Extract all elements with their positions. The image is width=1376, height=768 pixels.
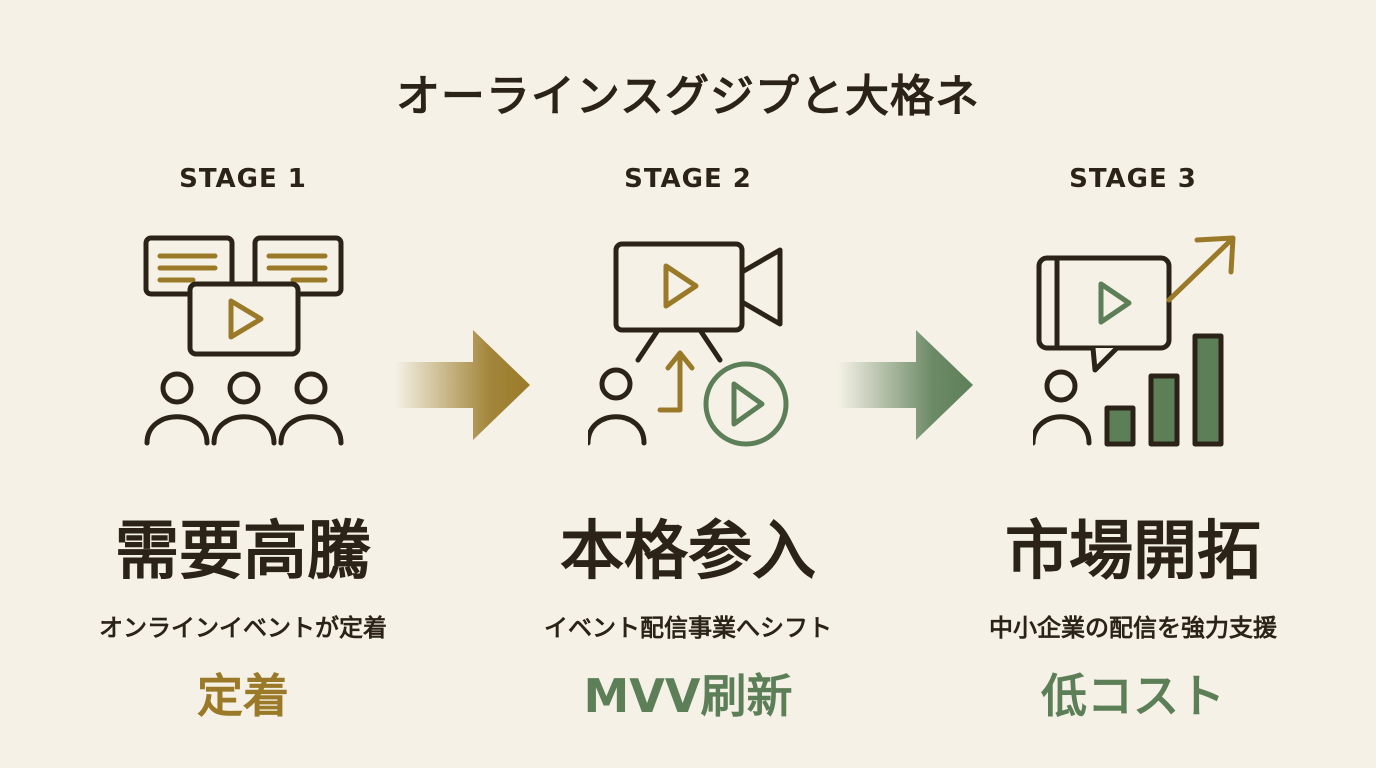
stage-keyword: 低コスト bbox=[1041, 669, 1225, 723]
audience-video-icon bbox=[143, 235, 344, 446]
stage-description: オンラインイベントが定着 bbox=[99, 614, 387, 642]
stage-1: STAGE 1 需要高騰 オンラインイベントが定着 定着 bbox=[43, 0, 443, 768]
stage-description: イベント配信事業へシフト bbox=[544, 614, 832, 642]
video-camera-icon bbox=[588, 241, 789, 447]
stage-heading: 需要高騰 bbox=[115, 514, 371, 589]
stage-description: 中小企業の配信を強力支援 bbox=[989, 614, 1277, 642]
stage-2: STAGE 2 本格参入 イベント配信事業へシフト MVV刷新 bbox=[488, 0, 888, 768]
growth-chart-icon bbox=[1033, 235, 1236, 447]
page-title: オーラインスグジプと大格ネ bbox=[395, 71, 981, 122]
stage-3: STAGE 3 市場開拓 中小企業の配信を強力支援 低コスト bbox=[933, 0, 1333, 768]
stage-label: STAGE 3 bbox=[1069, 164, 1197, 194]
stage-label: STAGE 1 bbox=[179, 164, 307, 194]
stage-keyword: 定着 bbox=[197, 669, 289, 723]
stage-label: STAGE 2 bbox=[624, 164, 752, 194]
stage-heading: 本格参入 bbox=[560, 514, 816, 589]
right-arrow-icon bbox=[395, 330, 530, 440]
stage-keyword: MVV刷新 bbox=[583, 669, 793, 723]
right-arrow-icon bbox=[838, 330, 973, 440]
stage-heading: 市場開拓 bbox=[1005, 514, 1261, 589]
